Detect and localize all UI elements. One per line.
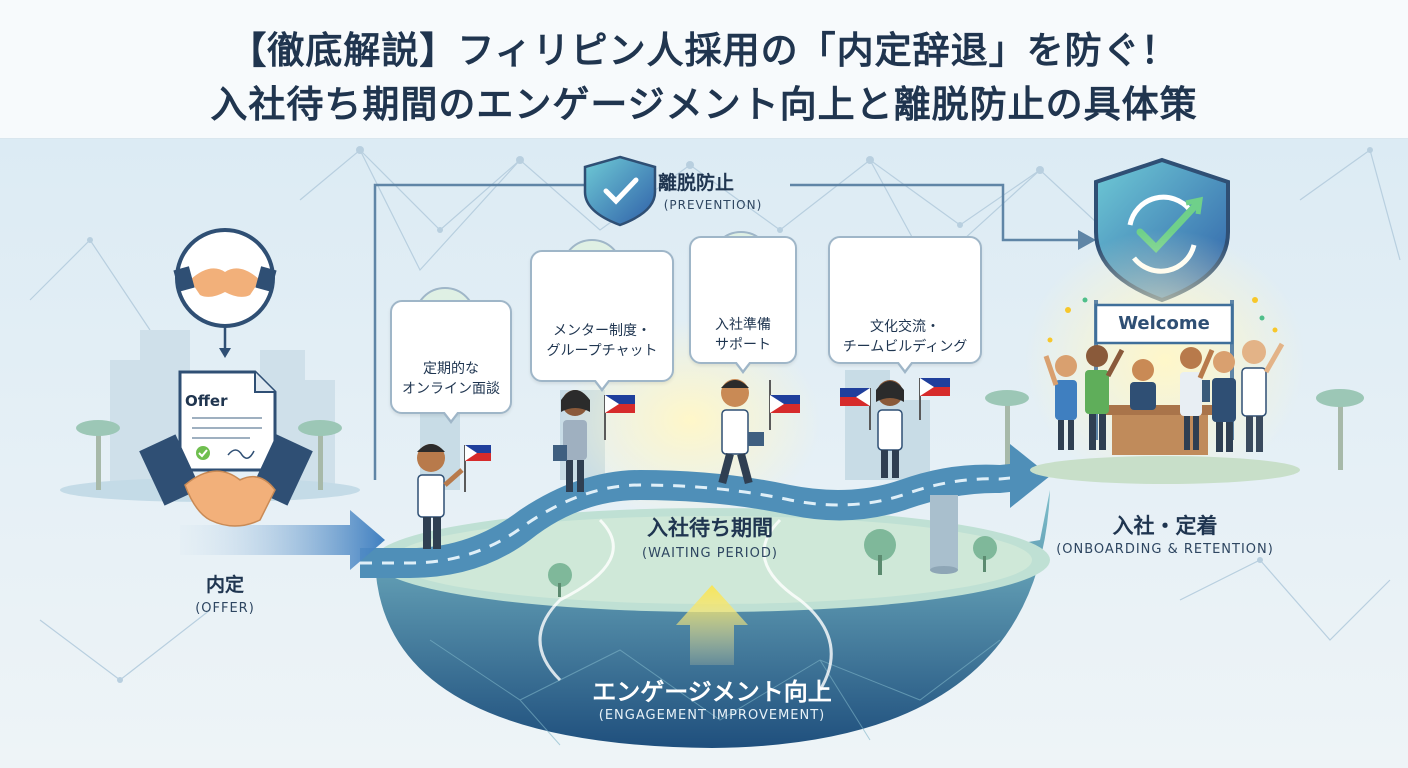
- measure-line: チームビルディング: [842, 339, 968, 355]
- handshake-circle-icon: [173, 228, 277, 328]
- onboarding-label-en: (ONBOARDING & RETENTION): [1056, 542, 1274, 557]
- road: [360, 462, 1030, 578]
- waiting-period-label-en: (WAITING PERIOD): [642, 546, 778, 561]
- walking-person-1: [417, 444, 491, 549]
- offer-document-text: Offer: [185, 392, 228, 410]
- welcome-banner-text: Welcome: [1118, 313, 1210, 334]
- measure-line: 文化交流・: [870, 319, 940, 335]
- waiting-period-label: 入社待ち期間: [647, 516, 773, 540]
- title-band: [0, 0, 1408, 139]
- measure-line: 入社準備: [715, 317, 771, 333]
- walking-person-2: [553, 390, 635, 492]
- engagement-up-arrow: [676, 585, 748, 665]
- measure-line: 定期的な: [423, 361, 479, 377]
- measure-bubble-mentor-chat: メンター制度・ グループチャット: [530, 250, 674, 392]
- measure-line: サポート: [715, 337, 771, 353]
- onboarding-label: 入社・定着: [1112, 514, 1218, 538]
- measure-bubble-onboarding-support: 入社準備 サポート: [689, 236, 797, 374]
- engagement-label: エンゲージメント向上: [592, 678, 832, 706]
- offer-document-icon: [178, 370, 277, 472]
- measure-line: グループチャット: [546, 343, 658, 359]
- prevention-label: 離脱防止: [658, 172, 735, 194]
- walking-person-3: [718, 379, 800, 485]
- prevention-connectors: [373, 183, 1080, 480]
- measure-bubble-online-meeting: 定期的な オンライン面談: [390, 300, 512, 424]
- offer-label-en: (OFFER): [195, 601, 255, 616]
- walking-person-4: [840, 378, 950, 478]
- road-arrowhead: [1010, 444, 1050, 508]
- title-line-2: 入社待ち期間のエンゲージメント向上と離脱防止の具体策: [210, 83, 1198, 126]
- title-line-1: 【徹底解説】フィリピン人採用の「内定辞退」を防ぐ！: [229, 29, 1179, 72]
- offer-label: 内定: [205, 574, 244, 596]
- prevention-shield-icon: [583, 155, 657, 227]
- engagement-label-en: (ENGAGEMENT IMPROVEMENT): [598, 708, 826, 723]
- measure-line: オンライン面談: [402, 381, 500, 397]
- offer-handshake-icon: [139, 434, 313, 527]
- celebrating-team: [1043, 340, 1285, 452]
- measure-bubble-culture-team: 文化交流・ チームビルディング: [828, 236, 982, 374]
- measure-line: メンター制度・: [553, 323, 651, 339]
- palm-trees: [76, 389, 1364, 490]
- prevention-label-en: (PREVENTION): [663, 198, 763, 212]
